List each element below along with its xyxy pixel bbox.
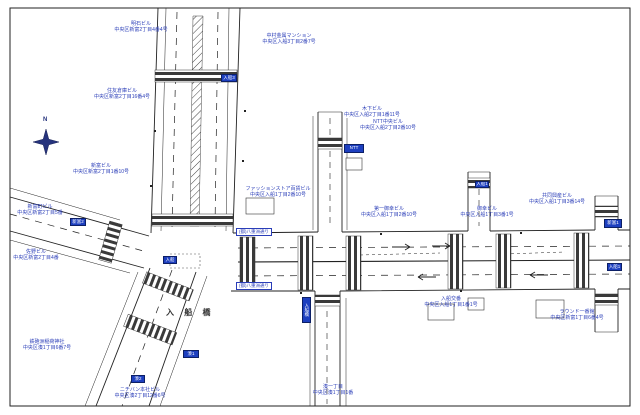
- compass-north-label: N: [43, 117, 48, 123]
- compass-icon: [32, 128, 60, 156]
- road-right-cross: [594, 195, 619, 333]
- road-west: [9, 187, 150, 274]
- road-sign: NTT: [344, 144, 364, 153]
- map-label: ニチバン本社ビル中央区湊2丁目12番6号: [114, 387, 166, 399]
- map-label: 共同興産ビル中央区入船1丁目3番14号: [528, 193, 586, 205]
- route-name-box: (都)八重洲通り: [236, 282, 272, 290]
- map-label: 住友倉庫ビル中央区新富2丁目16番4号: [93, 88, 151, 100]
- map-label: 明石ビル中央区新富2丁目4番4号: [114, 21, 168, 33]
- road-southwest: [84, 267, 208, 407]
- road-north: [150, 7, 241, 234]
- bridge-name-label: 入 船 橋: [166, 308, 215, 317]
- road-sign: 入船3: [221, 74, 237, 82]
- map-label: 新富町ビル中央区新富2丁目5番: [17, 204, 63, 216]
- map-label: 中村金属マンション中央区入船3丁目2番7号: [262, 33, 316, 45]
- road-sign: 湊2: [131, 375, 145, 383]
- map-label: 佐野ビル中央区新富2丁目4番: [13, 249, 59, 261]
- road-branch-north-1: [312, 111, 348, 232]
- road-sign: 入船1: [475, 181, 489, 188]
- map-label: NTT中央ビル中央区入船2丁目2番10号: [359, 119, 417, 131]
- map-label: 鉄砲洲稲荷神社中央区湊1丁目6番7号: [22, 339, 72, 351]
- map-label: 新富ビル中央区新富2丁目1番10号: [72, 163, 130, 175]
- map-label: 御幸ビル中央区入船1丁目3番1号: [460, 206, 514, 218]
- road-sign: 湊1: [183, 350, 199, 358]
- map-label: 湊一丁目中央区湊1丁目1番: [312, 384, 354, 396]
- map-label: 入船交番中央区入船1丁目1番1号: [424, 296, 478, 308]
- road-sign: 新富2: [70, 218, 86, 226]
- building-outlines: [245, 157, 565, 321]
- road-branch-south: [309, 291, 347, 406]
- drawing-border: [9, 7, 631, 407]
- road-sign: 入船: [163, 256, 177, 264]
- route-name-box: (都)八重洲通り: [236, 228, 272, 236]
- road-sign: 入船橋: [302, 297, 311, 323]
- road-sign: 新富1: [604, 219, 622, 228]
- road-sign: 入船1: [607, 263, 622, 271]
- map-label: 第一御幸ビル中央区入船1丁目2番10号: [360, 206, 418, 218]
- map-label: 木下ビル中央区入船2丁目1番11号: [344, 106, 400, 118]
- map-label: ラウンド一番館中央区新富1丁目6番4号: [550, 309, 604, 321]
- road-east: [231, 229, 631, 292]
- map-label: ファッションストア百貨ビル中央区入船1丁目2番10号: [245, 186, 311, 198]
